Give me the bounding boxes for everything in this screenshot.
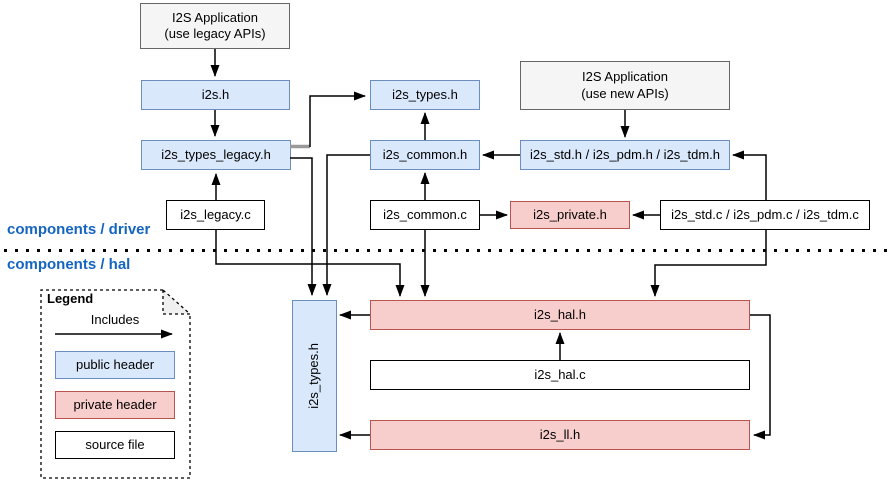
node-i2s-std-pdm-tdm-c: i2s_std.c / i2s_pdm.c / i2s_tdm.c xyxy=(660,200,870,230)
node-i2s-ll-h: i2s_ll.h xyxy=(370,420,750,450)
legend-title: Legend xyxy=(47,291,94,306)
connector-i2s-std-c-to-i2s-std-h xyxy=(732,150,767,200)
legend-public-header-swatch: public header xyxy=(55,351,175,379)
node-i2s-legacy-c: i2s_legacy.c xyxy=(166,200,265,230)
node-i2s-hal-c: i2s_hal.c xyxy=(370,360,750,390)
app-new-line2: (use new APIs) xyxy=(581,85,669,101)
node-i2s-application-new: I2S Application (use new APIs) xyxy=(520,61,730,110)
legend-private-header-swatch: private header xyxy=(55,391,175,419)
node-i2s-types-h-hal: i2s_types.h xyxy=(292,300,337,452)
connector-i2s-types-legacy-h-to-i2s-types-h xyxy=(309,91,366,147)
node-i2s-application-legacy: I2S Application (use legacy APIs) xyxy=(140,3,290,49)
legend-source-file-swatch: source file xyxy=(55,431,175,459)
i2s-types-h-hal-label: i2s_types.h xyxy=(306,343,322,409)
node-i2s-h: i2s.h xyxy=(141,80,290,110)
legend-fold-corner-icon xyxy=(162,288,192,315)
connector-i2s-legacy-c-to-i2s-hal-h xyxy=(215,230,405,297)
connector-i2s-std-c-to-i2s-hal-h xyxy=(650,230,767,297)
node-i2s-types-legacy-h: i2s_types_legacy.h xyxy=(141,140,291,170)
app-legacy-line2: (use legacy APIs) xyxy=(164,26,266,41)
node-i2s-private-h: i2s_private.h xyxy=(510,201,630,229)
connector-i2s-types-legacy-h-to-i2s-types-h-hal xyxy=(290,157,317,296)
section-label-components-driver: components / driver xyxy=(7,221,151,238)
node-i2s-types-h-driver: i2s_types.h xyxy=(370,80,480,110)
section-label-components-hal: components / hal xyxy=(7,256,131,273)
node-i2s-hal-h: i2s_hal.h xyxy=(370,300,750,330)
node-i2s-std-pdm-tdm-h: i2s_std.h / i2s_pdm.h / i2s_tdm.h xyxy=(520,140,730,170)
driver-hal-separator-line xyxy=(4,249,890,252)
connector-i2s-hal-h-to-i2s-ll-h xyxy=(750,314,771,440)
node-i2s-common-c: i2s_common.c xyxy=(370,200,480,230)
legend-includes-label: Includes xyxy=(90,312,140,327)
app-legacy-line1: I2S Application xyxy=(171,9,258,25)
app-new-line1: I2S Application xyxy=(581,69,668,85)
connector-i2s-common-h-to-i2s-types-h-hal xyxy=(322,154,370,296)
node-i2s-common-h: i2s_common.h xyxy=(370,140,480,170)
